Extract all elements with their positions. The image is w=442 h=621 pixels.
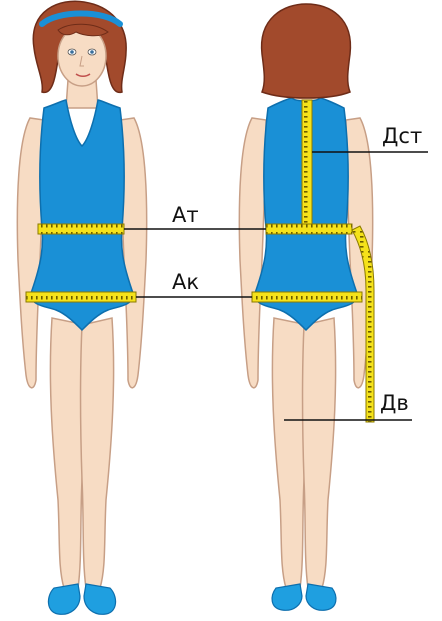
- back-legs: [272, 318, 335, 588]
- back-shoes: [272, 584, 336, 610]
- back-waist-tape: [266, 224, 352, 234]
- label-ak: Ак: [172, 270, 199, 294]
- back-length-tape: [302, 100, 312, 228]
- front-hip-tape: [26, 292, 136, 302]
- front-waist-tape: [38, 224, 124, 234]
- back-hip-tape: [252, 292, 362, 302]
- front-head: [33, 1, 126, 92]
- label-at: Ат: [172, 203, 199, 227]
- front-shoes: [48, 584, 115, 614]
- front-figure: [17, 1, 146, 614]
- back-head: [262, 4, 351, 98]
- front-legs: [50, 318, 113, 588]
- label-dst: Дст: [382, 124, 422, 148]
- label-dv: Дв: [380, 391, 409, 415]
- back-figure: [239, 4, 374, 610]
